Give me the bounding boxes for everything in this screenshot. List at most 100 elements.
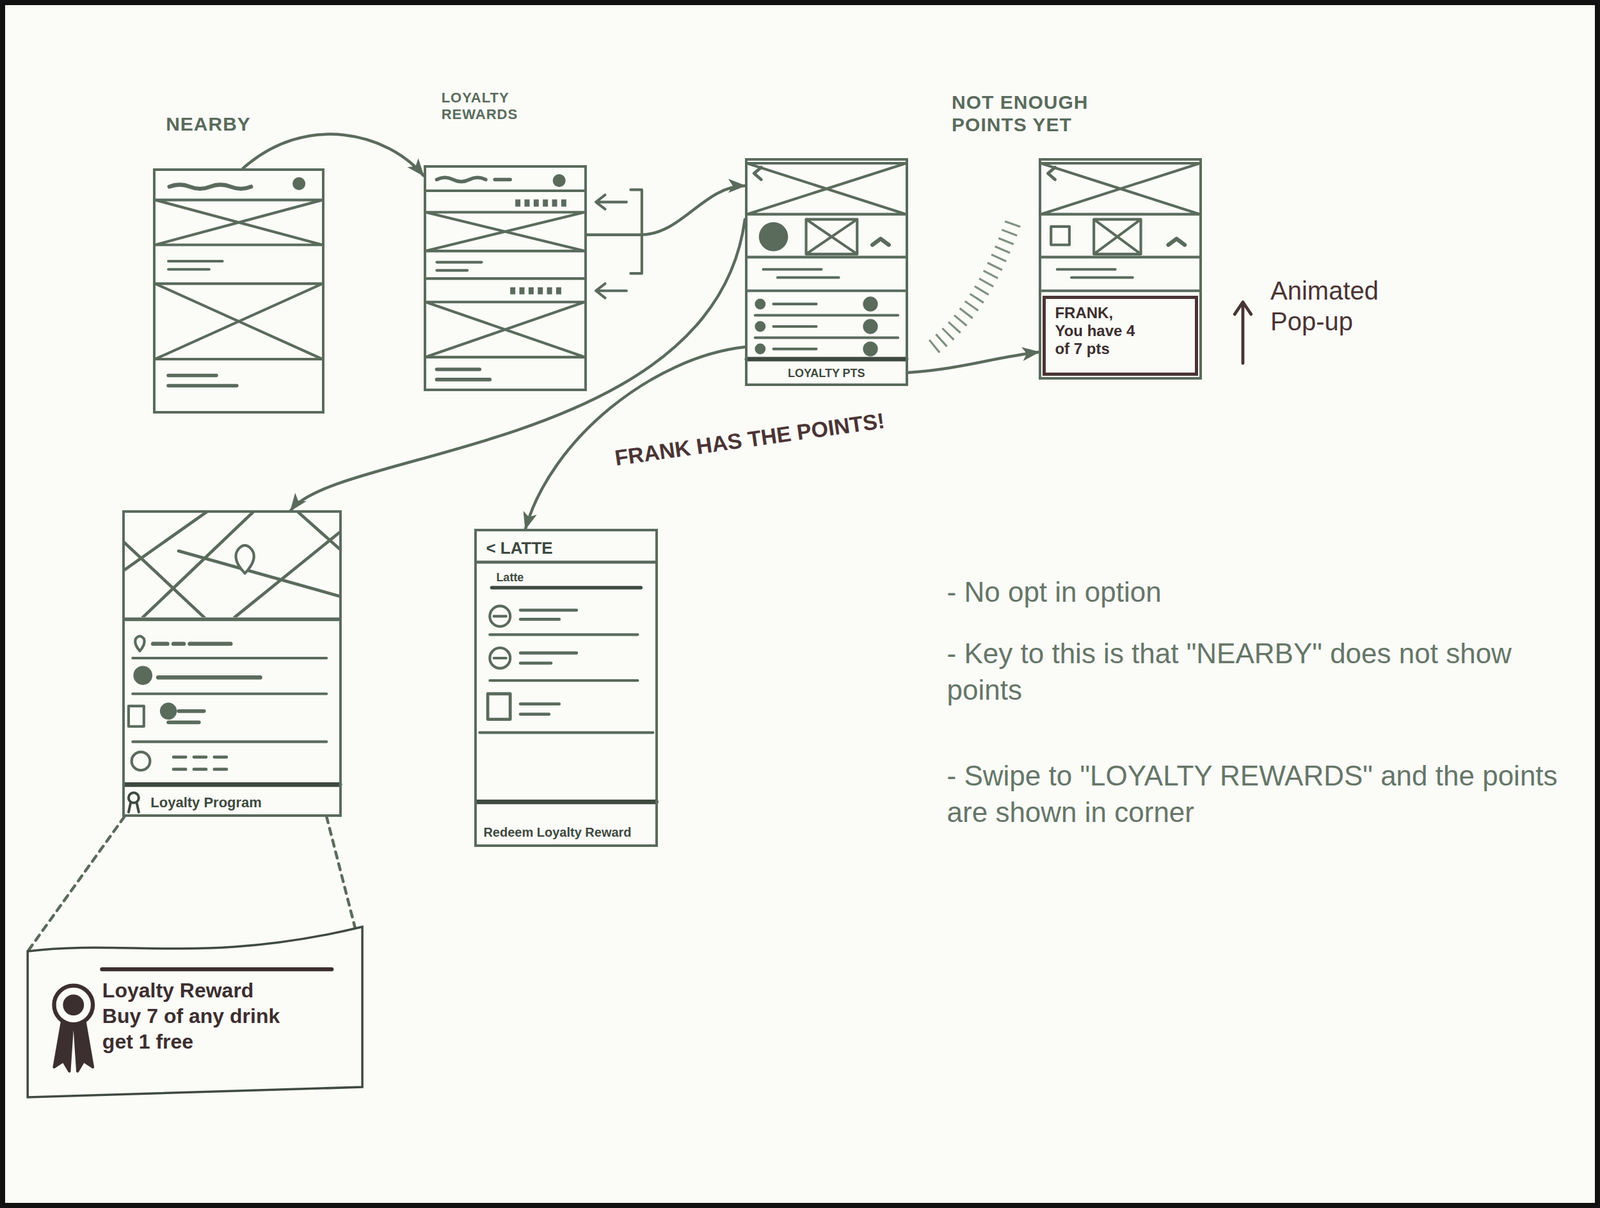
phone-screen: LOYALTY PTS	[744, 158, 909, 386]
flow-arrow	[586, 185, 745, 235]
icon-dot	[293, 178, 304, 189]
divider	[746, 256, 907, 259]
phone-screen: NOT ENOUGH POINTS YETFRANK, You have 4 o…	[1038, 158, 1202, 380]
text-lines	[773, 304, 817, 349]
section-title: Latte	[496, 570, 524, 585]
divider	[1040, 256, 1200, 259]
zoom-guide	[28, 816, 356, 951]
zoom-outline	[27, 926, 363, 1097]
popup-panel: FRANK, You have 4 of 7 pts	[1042, 295, 1198, 376]
image-placeholder	[806, 219, 858, 255]
divider	[124, 617, 340, 622]
bracket	[630, 189, 642, 274]
image-placeholder	[1040, 163, 1200, 215]
ribbon-icon	[54, 985, 94, 1025]
bar-label: LOYALTY PTS	[787, 366, 866, 381]
ribbon-icon	[64, 995, 83, 1015]
popup-text: FRANK, You have 4 of 7 pts	[1054, 304, 1138, 358]
scribble	[520, 704, 560, 715]
bottom-bar-line	[476, 799, 657, 804]
image-placeholder	[425, 212, 585, 252]
flow-arrow	[290, 219, 745, 511]
zoom-rule	[101, 967, 332, 971]
bottom-bar-line	[746, 356, 907, 361]
pointer-arrow	[595, 283, 627, 298]
icon	[872, 238, 889, 246]
phone-screen: NEARBY	[152, 168, 325, 414]
icon-dot	[554, 175, 565, 186]
pointer-arrow	[595, 194, 627, 209]
divider	[489, 632, 638, 636]
phone-screen: Loyalty Program	[122, 510, 342, 816]
price-dot	[864, 320, 877, 333]
scribble	[168, 711, 205, 723]
button-label: Redeem Loyalty Reward	[483, 824, 632, 840]
divider	[746, 289, 907, 292]
text-lines	[1057, 269, 1133, 278]
image-placeholder	[154, 199, 322, 245]
back-chevron	[753, 167, 761, 180]
note: - Key to this is that "NEARBY" does not …	[947, 634, 1562, 708]
screen-title: LOYALTY REWARDS	[441, 89, 544, 123]
option-icon	[489, 647, 511, 669]
text-lines	[436, 369, 490, 380]
scribble	[436, 177, 511, 182]
bullet	[755, 300, 765, 309]
swipe-hatching	[933, 216, 1016, 347]
divider	[489, 679, 638, 682]
divider	[132, 692, 327, 696]
note: - No opt in option	[947, 573, 1562, 610]
text-lines	[436, 262, 482, 271]
divider	[1040, 289, 1200, 292]
scribble	[158, 675, 260, 680]
divider	[425, 277, 585, 280]
icon	[128, 705, 144, 727]
note: - Swipe to "LOYALTY REWARDS" and the poi…	[947, 757, 1562, 831]
title-underline	[491, 585, 641, 590]
bullet	[755, 344, 765, 354]
icon	[1168, 238, 1186, 246]
bar-label: Loyalty Program	[150, 794, 262, 811]
ribbon-icon	[54, 1020, 94, 1072]
swipe-arrow	[908, 352, 1039, 373]
avatar	[760, 223, 787, 250]
points-dots	[515, 199, 567, 207]
ribbon-icon	[128, 802, 139, 812]
scribble	[152, 641, 231, 646]
bullet	[755, 322, 765, 331]
edge-label: FRANK HAS THE POINTS!	[610, 406, 889, 473]
points-dots	[510, 287, 564, 295]
icon-dot	[134, 666, 152, 684]
map-pin	[235, 545, 254, 574]
image-placeholder	[154, 283, 322, 360]
hours-dashes	[173, 757, 227, 770]
text-lines	[168, 375, 237, 386]
phone-screen: LOYALTY REWARDS	[423, 165, 587, 391]
screen-title: NEARBY	[165, 113, 358, 136]
scribble	[520, 609, 577, 619]
back-chevron	[1047, 167, 1055, 180]
option-icon	[494, 615, 507, 618]
clock-icon	[131, 752, 151, 771]
scribble	[169, 184, 252, 189]
text-lines	[168, 261, 223, 270]
divider	[425, 189, 585, 192]
popup-arrow	[1234, 302, 1252, 364]
zoom-detail: Loyalty Reward Buy 7 of any drink get 1 …	[25, 923, 365, 1099]
option-icon	[494, 656, 507, 660]
text-lines	[763, 269, 840, 278]
cup-icon	[487, 693, 511, 720]
divider	[132, 656, 327, 660]
divider	[476, 560, 657, 564]
price-dot	[864, 297, 877, 310]
header-text: < LATTE	[485, 538, 553, 559]
reward-text: Loyalty Reward Buy 7 of any drink get 1 …	[102, 977, 292, 1055]
divider	[479, 730, 653, 734]
divider	[132, 740, 327, 744]
icon	[1050, 226, 1070, 246]
scribble	[520, 652, 577, 664]
image-placeholder	[425, 302, 585, 358]
divider	[755, 314, 898, 338]
